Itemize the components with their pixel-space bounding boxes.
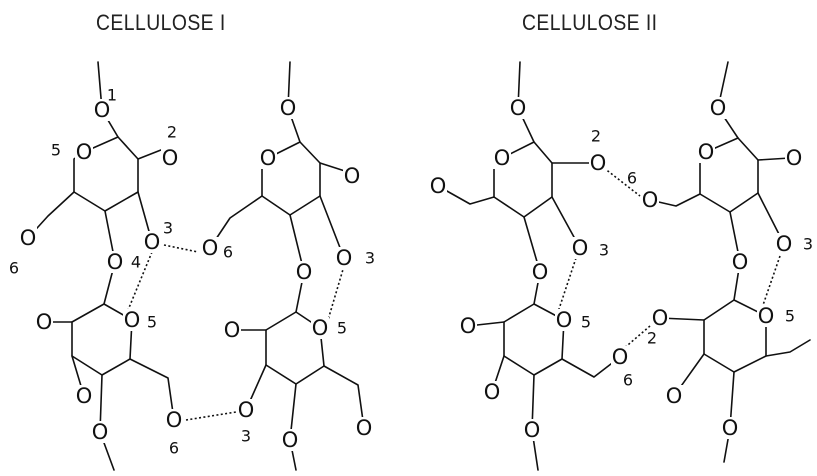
position-label-three: 3: [803, 235, 813, 254]
oxygen-atom: O: [202, 236, 219, 260]
oxygen-atom: O: [710, 96, 727, 120]
oxygen-atom: O: [344, 164, 361, 188]
hydrogen-bond: [761, 255, 781, 309]
position-label-five: 5: [147, 313, 157, 332]
position-label-two: 2: [647, 329, 657, 348]
pyranose-ring: [493, 141, 553, 218]
oxygen-atom: O: [124, 308, 141, 332]
oxygen-atom: O: [786, 146, 803, 170]
oxygen-atom: O: [612, 345, 629, 369]
pyranose-ring: [703, 299, 767, 373]
oxygen-atom: O: [20, 226, 37, 250]
oxygen-atom: O: [430, 174, 447, 198]
oxygen-atom: O: [162, 146, 179, 170]
position-label-two: 2: [167, 123, 177, 142]
position-label-two: 2: [591, 127, 601, 146]
oxygen-atom: O: [722, 416, 739, 440]
position-label-six: 6: [223, 243, 233, 262]
bond: [129, 358, 175, 421]
oxygen-atom: O: [280, 96, 297, 120]
position-label-five: 5: [785, 307, 795, 326]
oxygen-atom: O: [590, 151, 607, 175]
position-label-three: 3: [599, 241, 609, 260]
position-label-six: 6: [627, 169, 637, 188]
oxygen-atom: O: [698, 140, 715, 164]
oxygen-atom: O: [484, 380, 501, 404]
bond: [323, 365, 365, 429]
bond: [437, 185, 495, 205]
oxygen-atom: O: [107, 250, 124, 274]
hydrogen-bond: [163, 244, 199, 253]
position-label-five: 5: [51, 141, 61, 160]
oxygen-atom: O: [532, 260, 549, 284]
position-label-four: 4: [131, 253, 141, 272]
position-label-three: 3: [241, 427, 251, 446]
pyranose-ring: [73, 136, 139, 212]
covalent-bonds: [27, 61, 811, 471]
oxygen-atom: O: [356, 416, 373, 440]
hydrogen-bond: [621, 325, 651, 351]
oxygen-atom: O: [36, 310, 53, 334]
oxygen-atom: O: [494, 146, 511, 170]
position-label-five: 5: [581, 313, 591, 332]
oxygen-atom: O: [238, 398, 255, 422]
position-label-six: 6: [169, 439, 179, 458]
oxygen-atom: O: [76, 140, 93, 164]
oxygen-atom: O: [336, 246, 353, 270]
oxygen-atom: O: [166, 408, 183, 432]
oxygen-atom: O: [758, 304, 775, 328]
oxygen-atom: O: [282, 428, 299, 452]
hydrogen-bonds: [125, 167, 781, 421]
oxygen-atom: O: [666, 384, 683, 408]
bond: [289, 383, 297, 471]
pyranose-ring: [261, 141, 321, 216]
position-label-five: 5: [337, 319, 347, 338]
oxygen-atom: O: [732, 250, 749, 274]
oxygen-atom: O: [92, 420, 109, 444]
oxygen-atom: O: [144, 230, 161, 254]
oxygen-atom: O: [572, 236, 589, 260]
oxygen-atom: O: [460, 314, 477, 338]
oxygen-atom: O: [224, 318, 241, 342]
position-label-three: 3: [163, 219, 173, 238]
position-label-six: 6: [9, 259, 19, 278]
oxygen-atom: O: [296, 260, 313, 284]
oxygen-atom: O: [524, 418, 541, 442]
oxygen-atom: O: [652, 306, 669, 330]
oxygen-atom: O: [94, 98, 111, 122]
bond: [765, 339, 811, 357]
title-cellulose-2: CELLULOSE II: [522, 10, 658, 35]
oxygen-atom: O: [312, 316, 329, 340]
oxygen-atom: O: [776, 232, 793, 256]
hydrogen-bond: [327, 265, 345, 321]
hydrogen-bond: [557, 257, 577, 313]
hydrogen-bond: [603, 167, 641, 197]
oxygen-atom: O: [510, 96, 527, 120]
oxygen-atom: O: [76, 384, 93, 408]
oxygen-atom: O: [260, 146, 277, 170]
title-cellulose-1: CELLULOSE I: [96, 10, 226, 35]
hydrogen-bond: [185, 411, 237, 421]
position-label-one: 1: [107, 86, 117, 105]
position-label-six: 6: [623, 371, 633, 390]
bond: [757, 157, 791, 161]
pyranose-ring: [699, 137, 759, 213]
oxygen-atom: O: [642, 188, 659, 212]
oxygen-atom: O: [556, 308, 573, 332]
position-label-three: 3: [365, 249, 375, 268]
atom-backgrounds: [19, 97, 803, 451]
